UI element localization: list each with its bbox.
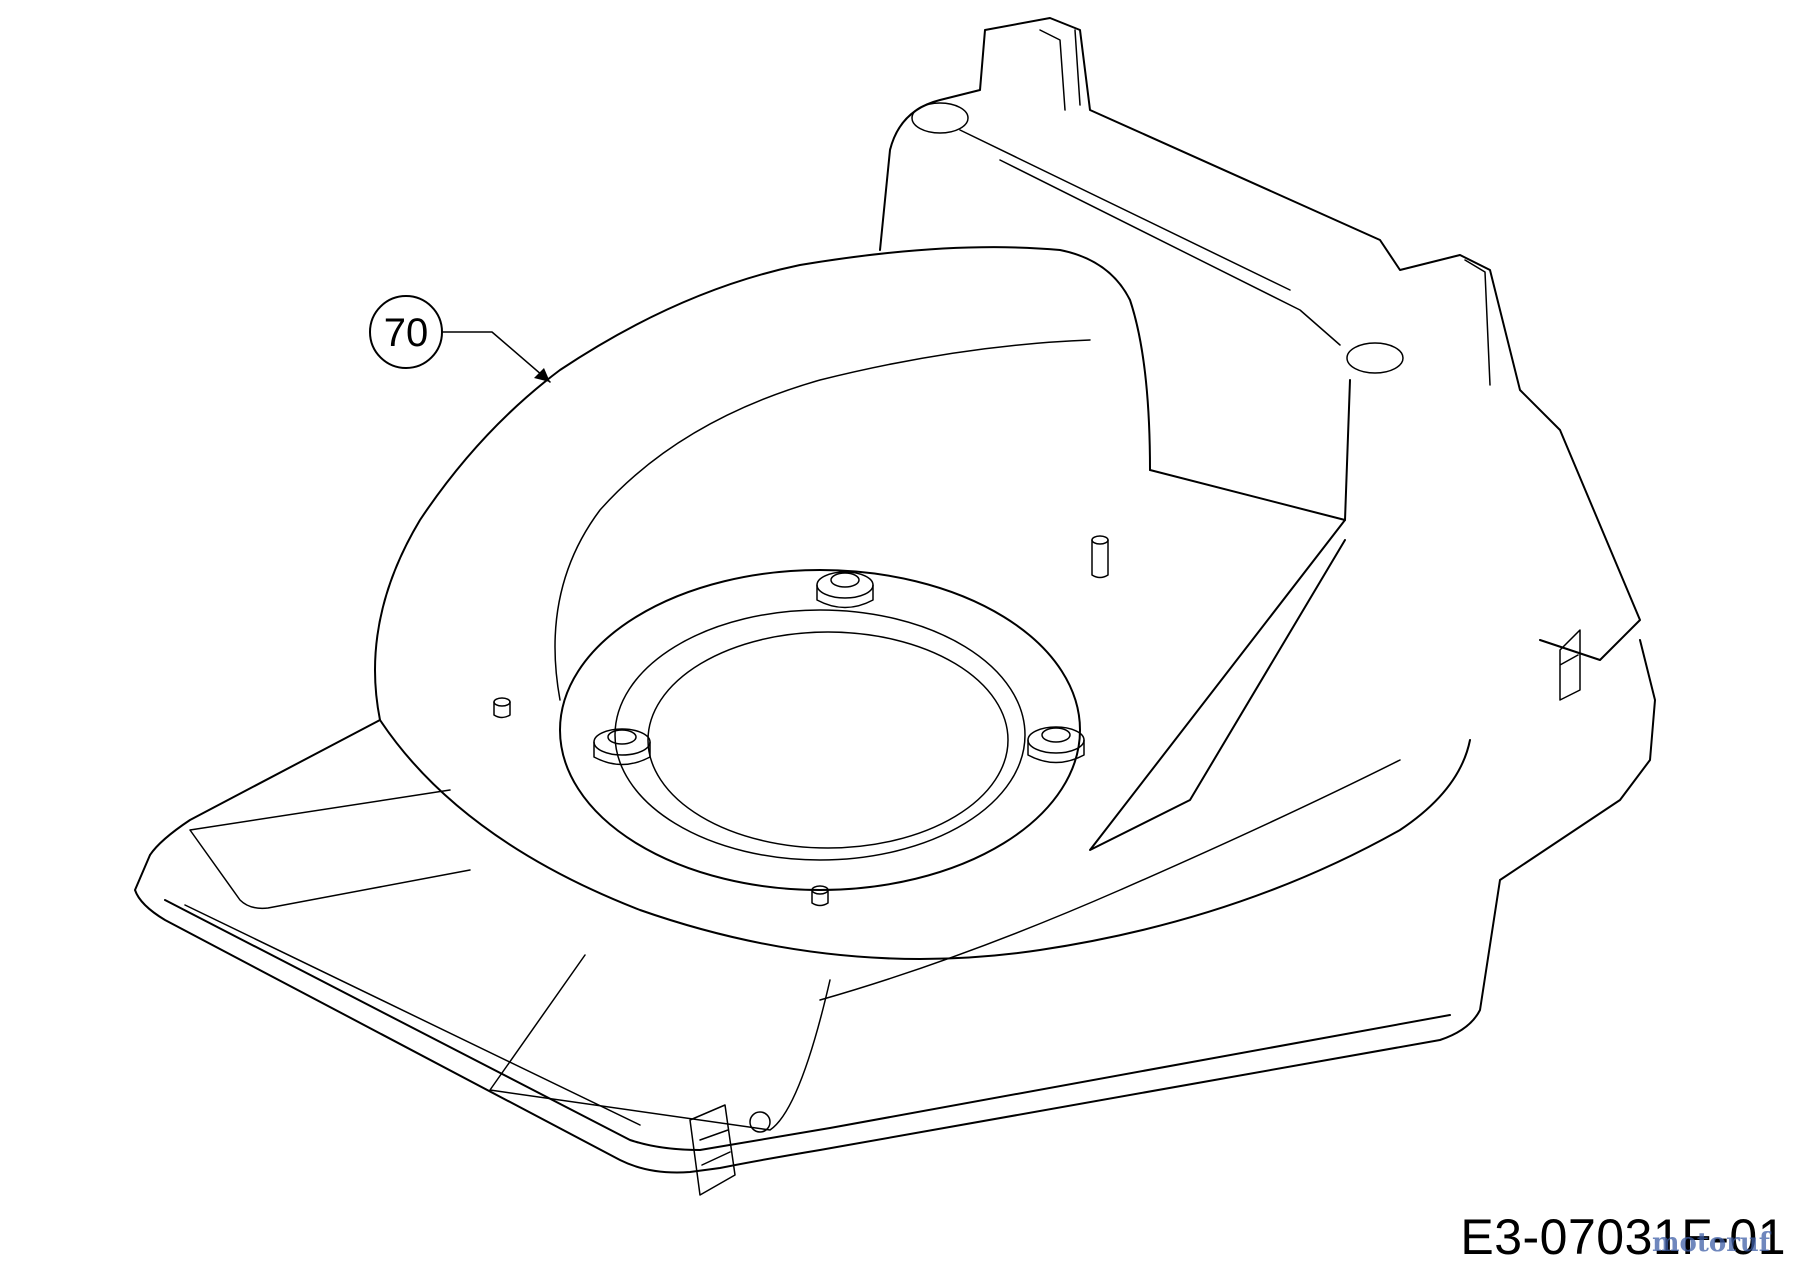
rear-chute-housing <box>879 17 1641 661</box>
chute-boss-right <box>1346 342 1404 374</box>
deck-rim-inner <box>184 904 641 1126</box>
deck-left-pad <box>189 789 471 910</box>
deck-discharge-curve <box>379 719 1471 960</box>
deck-outer-rim <box>134 639 1656 1174</box>
mount-boss-right <box>1027 726 1085 764</box>
deck-rim-lip <box>164 899 1451 1151</box>
front-latch <box>689 1104 736 1196</box>
chute-wall <box>1149 379 1351 521</box>
leader-arrowhead <box>534 368 550 382</box>
deflector-plate <box>1089 519 1346 851</box>
mount-boss-top <box>816 571 874 609</box>
rear-chute-post-left <box>1039 29 1081 111</box>
blade-opening-outer <box>559 569 1081 891</box>
deck-front-pad <box>489 954 831 1131</box>
front-hole <box>749 1111 771 1133</box>
deck-side-swoop <box>819 759 1401 1001</box>
rear-chute-post-right <box>1464 259 1491 386</box>
callout-70: 70 <box>369 295 551 383</box>
mower-deck-housing <box>134 17 1656 1196</box>
mount-boss-left <box>593 728 651 766</box>
side-latch <box>1559 629 1581 701</box>
deck-shell-inner-rim <box>554 339 1091 701</box>
chute-boss-left <box>911 102 969 134</box>
rear-chute-inner <box>959 129 1341 346</box>
callout-circle <box>369 295 443 369</box>
leader-line <box>442 331 551 383</box>
deck-shell-outline <box>374 246 1151 721</box>
watermark-logo: motoruf <box>1652 1228 1770 1258</box>
blade-opening-inner <box>614 609 1026 861</box>
callout-label: 70 <box>384 311 429 355</box>
drawing-number: E3-07031F-01 <box>1460 1209 1786 1265</box>
deck-rim-top-edge <box>149 719 381 856</box>
pin-left <box>493 697 511 719</box>
blade-opening-hole <box>647 631 1009 849</box>
pin-back <box>1091 535 1109 579</box>
pin-front <box>811 885 829 907</box>
